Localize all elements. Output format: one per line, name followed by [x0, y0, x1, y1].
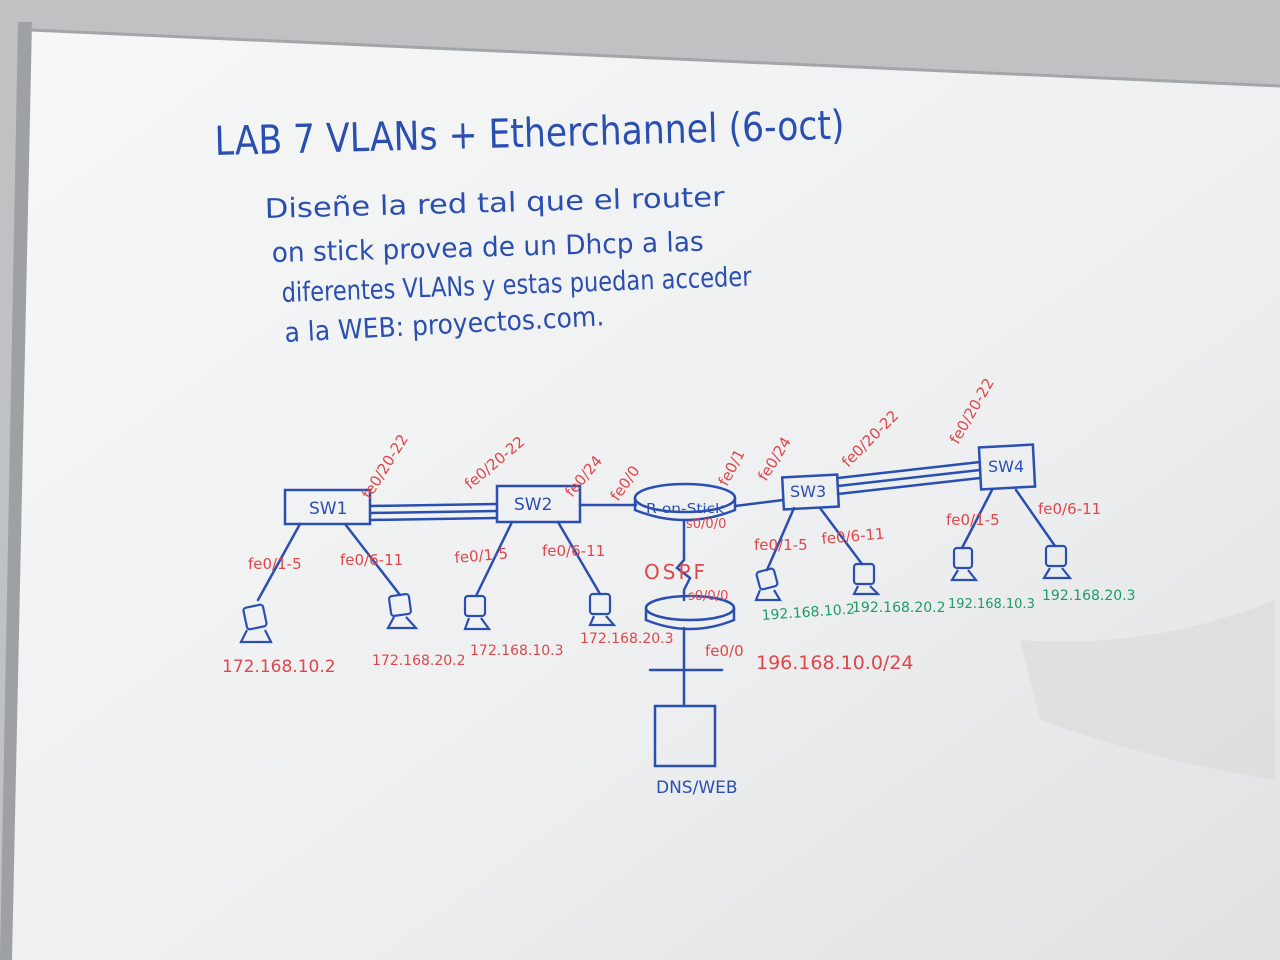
host-ip: 192.168.20.3 [1042, 588, 1136, 604]
port-label-sw2-vlan10: fe0/1-5 [454, 544, 509, 567]
pc-icon [239, 603, 273, 644]
host-ip: 172.168.20.3 [580, 631, 674, 647]
switch-sw4-label: SW4 [988, 457, 1024, 476]
port-label-router2-fe: fe0/0 [705, 642, 744, 660]
links [256, 460, 1057, 708]
pc-icon [754, 567, 782, 602]
port-label-sw4-vlan20: fe0/6-11 [1038, 500, 1101, 518]
link-sw2-host [474, 520, 514, 598]
port-label-router2-serial: s0/0/0 [688, 589, 728, 604]
pc-icon [463, 594, 492, 631]
switch-sw2-label: SW2 [514, 495, 552, 515]
link-sw3-host [818, 506, 864, 566]
board-top-edge [29, 28, 1280, 88]
host-ip: 192.168.10.3 [948, 597, 1035, 612]
server-network-label: 196.168.10.0/24 [756, 652, 914, 674]
host-ip: 192.168.20.2 [852, 600, 946, 616]
whiteboard-frame [0, 22, 32, 960]
link-sw1-host [343, 522, 402, 597]
etherchannel-sw1-sw2-line [368, 509, 499, 515]
devices: SW1 SW2 R-on-Stick SW3 SW4 DNS/WEB [283, 443, 1037, 798]
switch-sw3-label: SW3 [790, 482, 826, 501]
host-ip: 172.168.10.3 [470, 643, 564, 659]
link-sw1-host [256, 522, 302, 602]
pc-icon [950, 546, 979, 582]
host-ip: 172.168.10.2 [222, 657, 336, 677]
pc-icon [588, 592, 617, 627]
port-label-sw2-vlan20: fe0/6-11 [542, 542, 605, 560]
switch-sw4 [977, 443, 1037, 491]
whiteboard-surface [10, 30, 1280, 960]
eraser-smudge [1020, 600, 1275, 780]
server-box [653, 704, 717, 768]
switch-sw1-label: SW1 [309, 499, 347, 519]
port-label-sw3-vlan10: fe0/1-5 [754, 536, 808, 554]
port-label-router-serial: s0/0/0 [686, 517, 726, 532]
router-on-stick-label: R-on-Stick [646, 502, 725, 517]
link-router-sw3 [733, 498, 785, 508]
host-ip: 172.168.20.2 [372, 653, 466, 669]
host-ip: 192.168.10.2 [761, 602, 855, 624]
pc-icon [852, 562, 881, 596]
serial-link [675, 518, 692, 602]
etherchannel-sw3-sw4-line [836, 476, 982, 496]
router-core-body [644, 608, 736, 631]
router-on-stick-body [633, 498, 737, 522]
link-sw2-host [556, 520, 602, 596]
port-label-sw1-vlan20: fe0/6-11 [340, 551, 403, 569]
hosts [239, 544, 1073, 644]
link-sw4-host [960, 488, 994, 550]
switch-sw2 [495, 484, 582, 524]
pc-icon [386, 592, 419, 630]
switch-sw3 [780, 473, 841, 511]
link-sw3-host [765, 506, 796, 572]
port-label-sw3-vlan20: fe0/6-11 [821, 525, 885, 548]
port-label-sw1-vlan10: fe0/1-5 [248, 555, 302, 573]
pc-icon [1042, 544, 1073, 580]
etherchannel-sw1-sw2-line [368, 516, 499, 522]
etherchannel-sw3-sw4-line [836, 468, 982, 488]
port-label-sw4-vlan10: fe0/1-5 [946, 511, 1000, 529]
ospf-label: OSPF [644, 560, 708, 584]
etherchannel-sw1-sw2-line [368, 502, 499, 508]
etherchannel-sw3-sw4-line [836, 460, 982, 480]
switch-sw1 [283, 488, 372, 526]
host-ip-labels: 172.168.10.2 172.168.20.2 172.168.10.3 1… [222, 588, 1136, 677]
server-label: DNS/WEB [656, 778, 738, 798]
link-sw4-host [1014, 488, 1057, 548]
